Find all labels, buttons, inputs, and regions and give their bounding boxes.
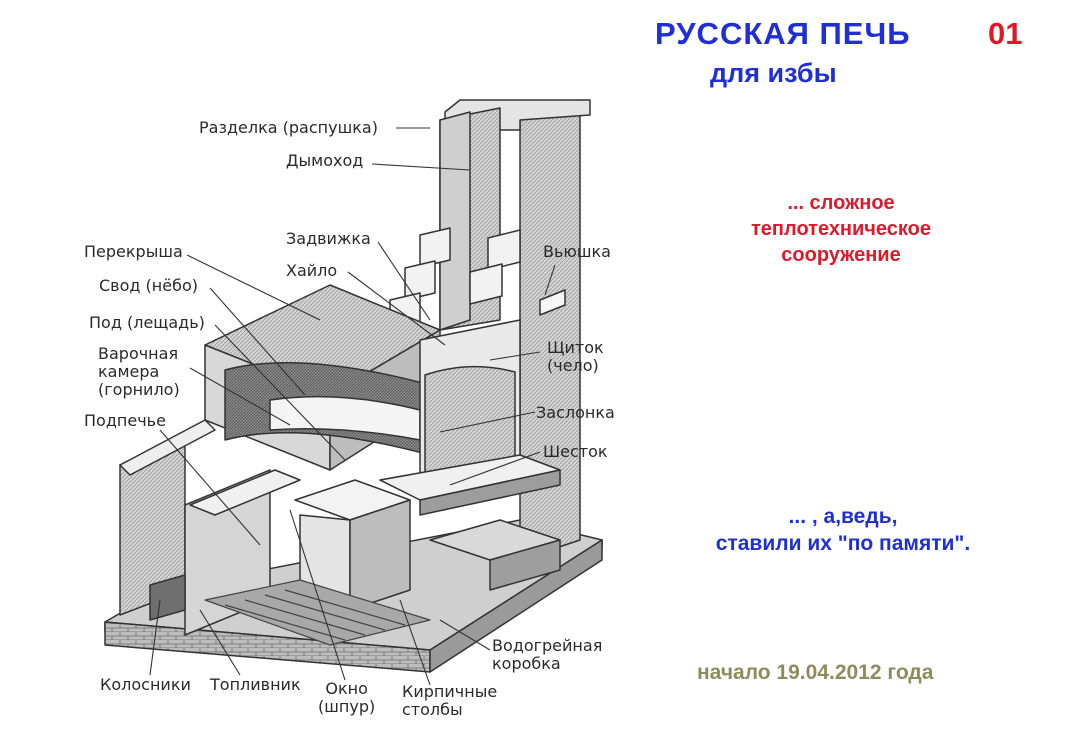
- label-vyushka: Вьюшка: [543, 242, 611, 261]
- label-varochnaya: Варочная камера (горнило): [98, 344, 180, 399]
- label-dymokhod: Дымоход: [286, 151, 364, 170]
- page-title: РУССКАЯ ПЕЧЬ: [655, 16, 911, 51]
- label-svod: Свод (нёбо): [99, 276, 198, 295]
- leader-lines: [149, 127, 556, 686]
- note-from-memory: ... , а,ведь, ставили их "по памяти".: [670, 503, 1016, 557]
- note-memory-text: ... , а,ведь, ставили их "по памяти".: [715, 505, 971, 555]
- label-zadvizhka: Задвижка: [286, 229, 371, 248]
- label-kirpichnye: Кирпичные столбы: [402, 682, 498, 719]
- stove-drawing: [104, 99, 603, 673]
- label-podpeche: Подпечье: [84, 411, 166, 430]
- label-kolosniki: Колосники: [100, 675, 191, 694]
- label-khailo: Хайло: [286, 261, 338, 280]
- label-shestok: Шесток: [543, 442, 608, 461]
- label-toplivnik: Топливник: [210, 675, 301, 694]
- label-okno: Окно (шпур): [318, 679, 376, 716]
- start-date-note: начало 19.04.2012 года: [697, 661, 934, 684]
- label-perekrysha: Перекрыша: [84, 242, 183, 261]
- label-vodogreynaya: Водогрейная коробка: [492, 636, 603, 673]
- label-zaslonka: Заслонка: [536, 403, 615, 422]
- note-complex-text: ... сложное теплотехническое сооружение: [751, 192, 931, 266]
- label-razdelka: Разделка (распушка): [199, 118, 378, 137]
- slide-number: 01: [988, 16, 1023, 51]
- note-complex-structure: ... сложное теплотехническое сооружение: [700, 190, 982, 268]
- page-subtitle: для избы: [710, 58, 837, 88]
- label-shchitok: Щиток (чело): [547, 338, 604, 375]
- label-pod: Под (лещадь): [89, 313, 205, 332]
